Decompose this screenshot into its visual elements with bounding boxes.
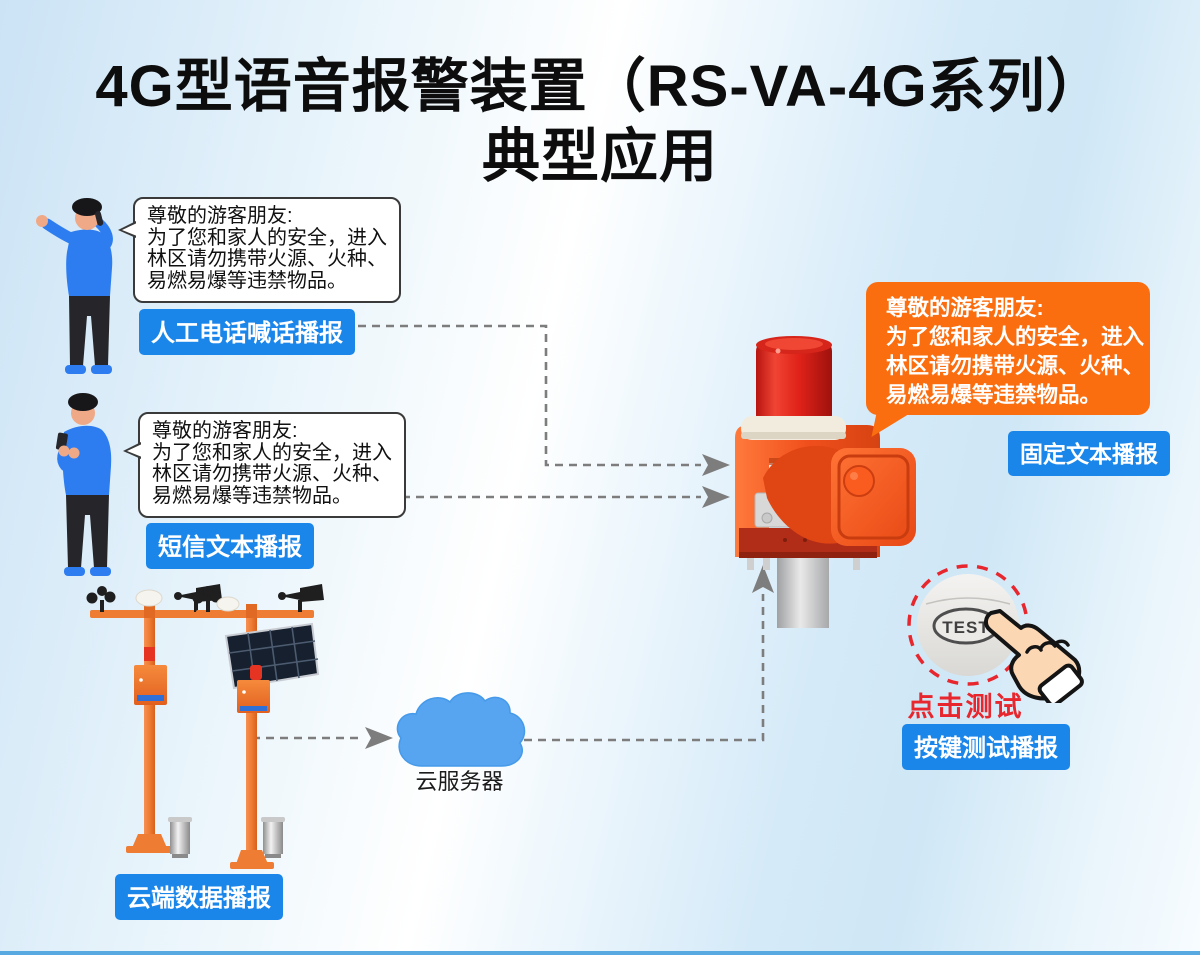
bubble-line: 易燃易爆等违禁物品。	[152, 484, 352, 507]
horn-speaker	[763, 445, 916, 546]
bubble-line: 林区请勿携带火源、火种、	[886, 354, 1145, 378]
bubble-line: 为了您和家人的安全，进入	[147, 226, 387, 249]
speech-bubble-fixed-text: 尊敬的游客朋友: 为了您和家人的安全，进入 林区请勿携带火源、火种、 易燃易爆等…	[866, 282, 1150, 437]
arrowhead-sms	[702, 486, 730, 508]
label-phone-broadcast: 人工电话喊话播报	[139, 309, 355, 355]
speech-bubble-sms: 尊敬的游客朋友: 为了您和家人的安全，进入 林区请勿携带火源、火种、 易燃易爆等…	[123, 412, 406, 518]
bubble-tail	[871, 413, 911, 437]
title-line1: 4G型语音报警装置（RS-VA-4G系列）	[95, 54, 1105, 119]
dome-sensor-icon	[216, 596, 240, 612]
bottom-accent-bar	[0, 951, 1200, 955]
weather-mast-1	[86, 584, 222, 853]
pointing-hand-icon	[984, 609, 1084, 703]
phone-icon	[95, 211, 104, 226]
bubble-line: 林区请勿携带火源、火种、	[152, 463, 392, 485]
arrowhead-cloud	[365, 727, 393, 749]
arrow-path-phone	[344, 324, 701, 467]
title-line2: 典型应用	[481, 124, 718, 189]
arrow-path-cloud-to-device	[524, 594, 765, 742]
bubble-line: 为了您和家人的安全，进入	[152, 441, 392, 464]
label-sms-broadcast: 短信文本播报	[146, 523, 314, 569]
mini-beacon-icon	[250, 665, 262, 680]
rain-gauge-icon	[261, 817, 285, 858]
beacon-light	[756, 336, 832, 424]
cloud-server-icon	[396, 692, 526, 767]
label-cloud-data-broadcast: 云端数据播报	[115, 874, 283, 920]
label-key-test-broadcast: 按键测试播报	[902, 724, 1070, 770]
weather-station-illustration	[86, 584, 324, 869]
bubble-line: 尊敬的游客朋友:	[886, 296, 1044, 320]
bubble-line: 尊敬的游客朋友:	[147, 205, 293, 227]
speech-bubble-phone: 尊敬的游客朋友: 为了您和家人的安全，进入 林区请勿携带火源、火种、 易燃易爆等…	[118, 197, 401, 303]
rain-gauge-icon	[168, 817, 192, 858]
hair	[68, 393, 98, 411]
label-fixed-text-broadcast: 固定文本播报	[1008, 431, 1170, 476]
alarm-device-illustration	[735, 336, 916, 628]
hair	[72, 198, 102, 216]
arrowhead-phone	[702, 454, 730, 476]
page-title: 4G型语音报警装置（RS-VA-4G系列） 典型应用	[0, 52, 1200, 192]
test-caption: 点击测试	[907, 692, 1024, 722]
bubble-line: 易燃易爆等违禁物品。	[147, 269, 347, 292]
weather-mast-2	[192, 584, 324, 869]
arrowhead-device	[752, 565, 774, 593]
test-button-text: TEST	[942, 618, 989, 637]
bubble-line: 易燃易爆等违禁物品。	[886, 383, 1102, 407]
bubble-line: 为了您和家人的安全，进入	[886, 325, 1145, 349]
wind-vane-icon	[278, 584, 324, 612]
wind-cup-sensor-icon	[86, 586, 116, 612]
sms-person-illustration	[55, 393, 112, 576]
caller-person-illustration	[36, 198, 113, 374]
cloud-server-label: 云服务器	[415, 769, 504, 794]
bubble-line: 尊敬的游客朋友:	[152, 420, 298, 442]
dome-sensor-icon	[135, 589, 163, 607]
bubble-line: 林区请勿携带火源、火种、	[147, 248, 387, 270]
control-box	[237, 680, 270, 713]
solar-panel-icon	[224, 622, 320, 690]
